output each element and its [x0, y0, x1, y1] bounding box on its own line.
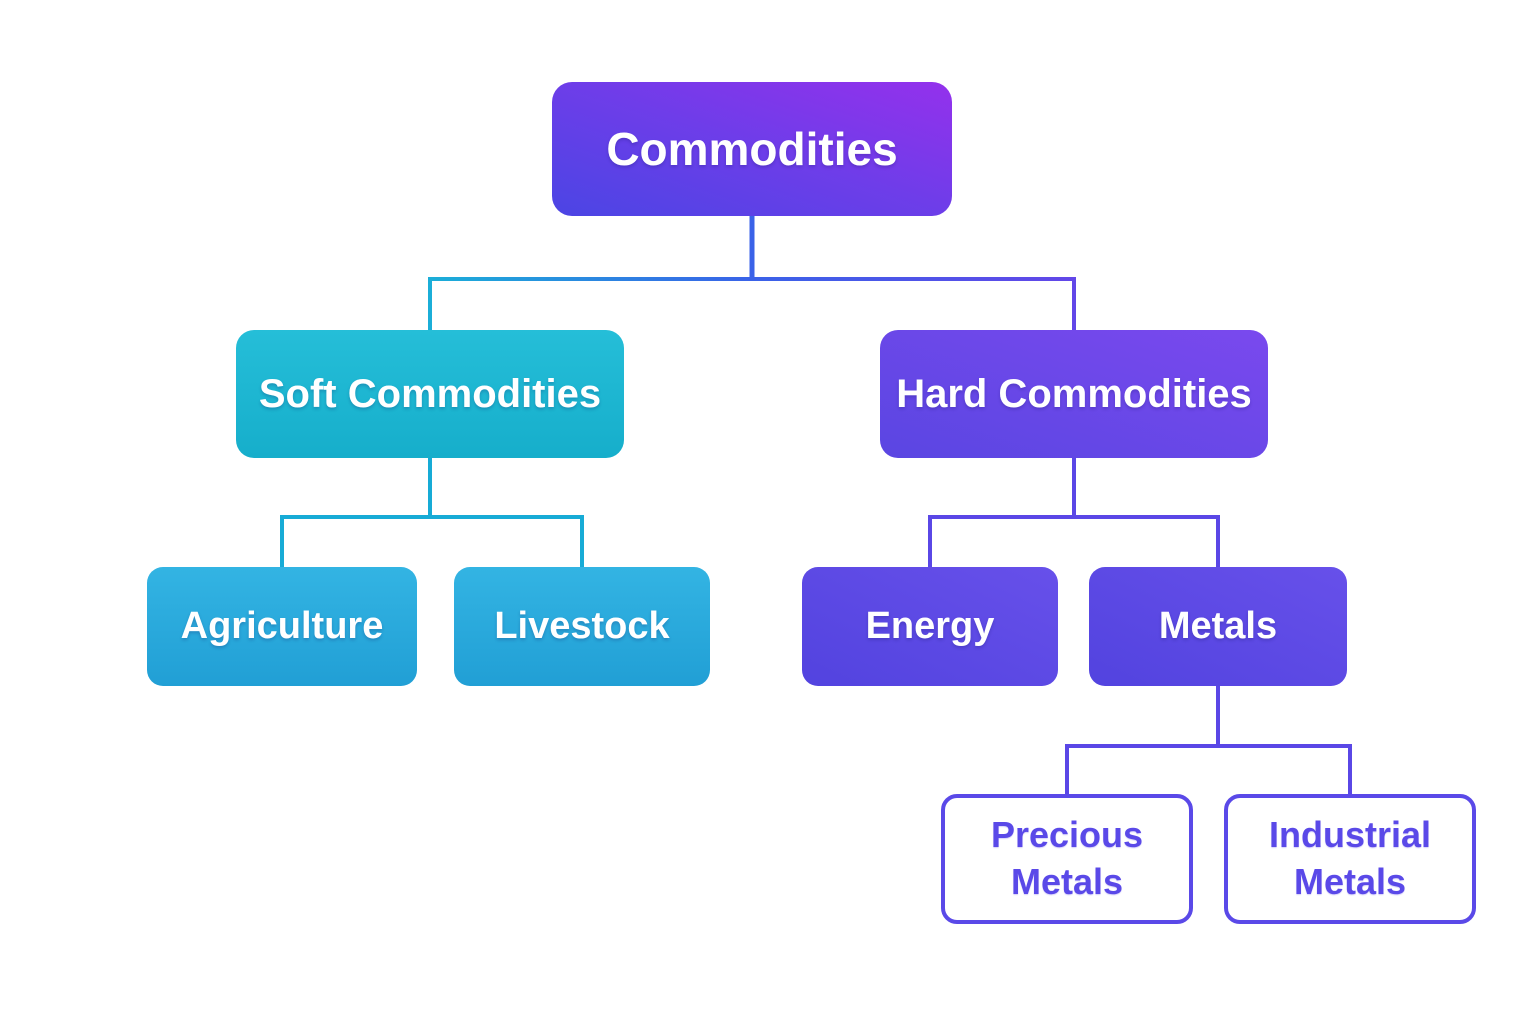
node-energy: Energy [802, 567, 1058, 686]
connector-root-bracket [428, 277, 1076, 330]
node-soft-commodities-label: Soft Commodities [258, 371, 602, 416]
node-industrial-metals-label: Industrial Metals [1268, 814, 1432, 902]
node-metals-label: Metals [1158, 605, 1278, 647]
connector-soft-bracket [280, 458, 584, 567]
node-agriculture: Agriculture [147, 567, 417, 686]
node-energy-label: Energy [865, 605, 995, 647]
node-agriculture-label: Agriculture [180, 605, 384, 647]
node-metals: Metals [1089, 567, 1347, 686]
connector-hard-bracket [928, 458, 1220, 567]
node-precious-metals: Precious Metals [941, 794, 1193, 924]
connector-metals-bracket [1065, 686, 1352, 794]
node-hard-commodities: Hard Commodities [880, 330, 1268, 458]
node-soft-commodities: Soft Commodities [236, 330, 624, 458]
node-commodities-label: Commodities [606, 123, 898, 175]
node-livestock-label: Livestock [494, 605, 670, 647]
node-hard-commodities-label: Hard Commodities [896, 371, 1252, 416]
node-precious-metals-label: Precious Metals [990, 814, 1144, 902]
node-industrial-metals: Industrial Metals [1224, 794, 1476, 924]
node-livestock: Livestock [454, 567, 710, 686]
node-commodities: Commodities [552, 82, 952, 216]
